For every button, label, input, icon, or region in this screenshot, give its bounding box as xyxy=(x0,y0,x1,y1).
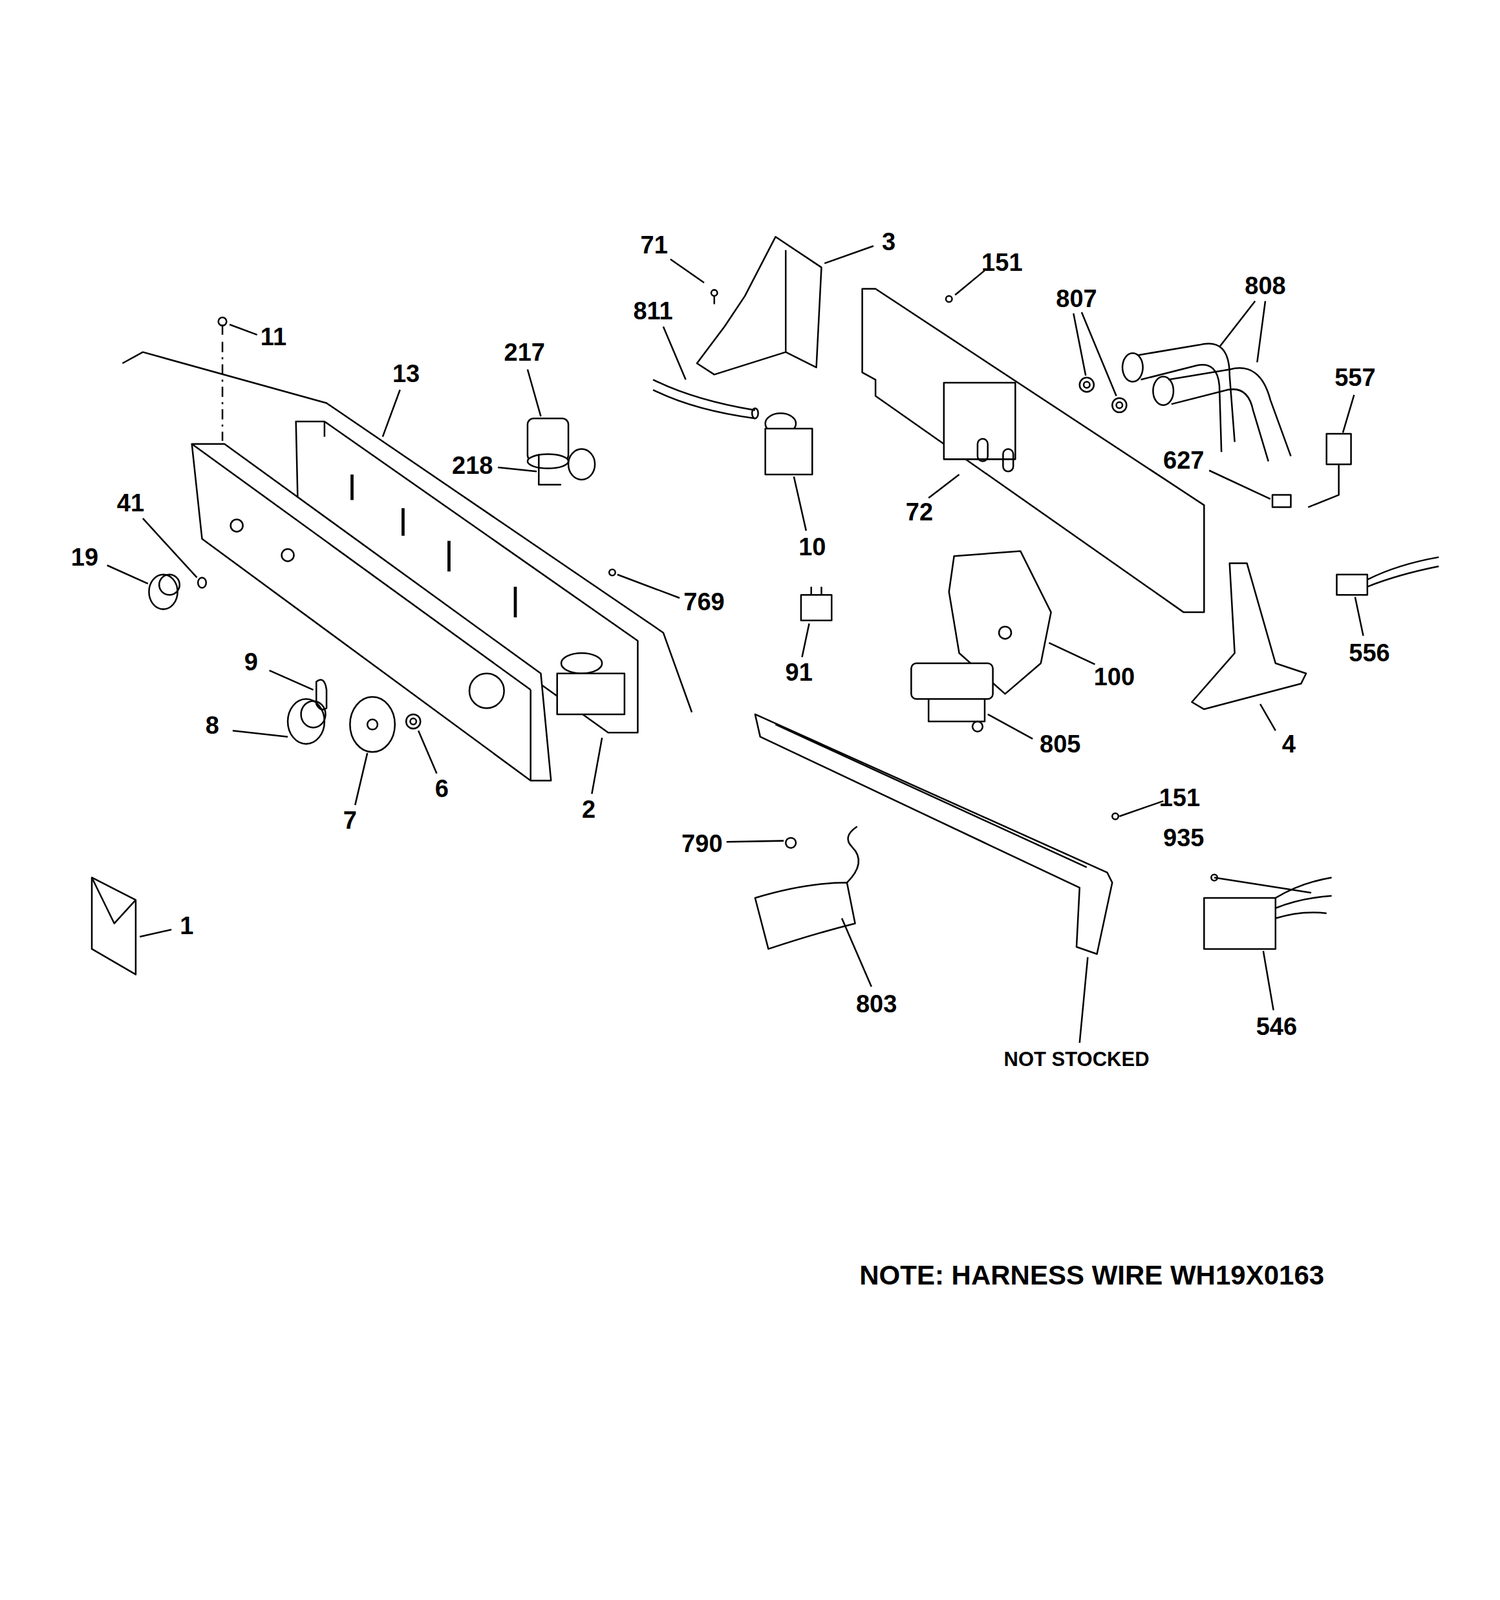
callout-number: 811 xyxy=(632,298,673,324)
callout-number: 19 xyxy=(71,545,99,570)
callout-number: 557 xyxy=(1334,365,1376,390)
callout-number: 72 xyxy=(905,499,933,525)
callout-number: 627 xyxy=(1163,448,1204,473)
note-text: NOT STOCKED xyxy=(1004,1049,1150,1070)
note-text: NOTE: HARNESS WIRE WH19X0163 xyxy=(859,1262,1325,1290)
callout-number: 218 xyxy=(451,453,493,478)
callout-number: 2 xyxy=(581,797,596,822)
callout-number: 803 xyxy=(856,991,897,1017)
callout-number: 6 xyxy=(435,776,449,802)
callout-number: 3 xyxy=(881,229,896,255)
callout-number: 100 xyxy=(1093,664,1135,690)
callout-number: 935 xyxy=(1163,825,1204,851)
callout-number: 217 xyxy=(504,340,546,365)
callout-number: 151 xyxy=(981,250,1023,275)
callout-number: 805 xyxy=(1039,731,1081,757)
callout-number: 41 xyxy=(117,490,145,516)
callout-number: 10 xyxy=(798,534,826,560)
callout-number: 7 xyxy=(343,808,357,833)
callout-number: 9 xyxy=(244,649,258,675)
callout-number: 13 xyxy=(392,361,420,386)
callout-number: 546 xyxy=(1256,1014,1297,1040)
callout-number: 8 xyxy=(205,713,220,738)
callout-number: 769 xyxy=(683,589,725,615)
callout-number: 807 xyxy=(1055,286,1097,311)
callout-number: 1 xyxy=(179,913,194,939)
callout-number: 91 xyxy=(785,660,813,685)
callout-number: 808 xyxy=(1244,273,1286,299)
callout-number: 4 xyxy=(1282,731,1296,757)
callout-number: 151 xyxy=(1159,785,1200,811)
callout-number: 71 xyxy=(640,232,668,258)
callout-number: 11 xyxy=(260,324,287,350)
callout-number: 556 xyxy=(1348,640,1390,666)
callout-number: 790 xyxy=(681,831,723,857)
